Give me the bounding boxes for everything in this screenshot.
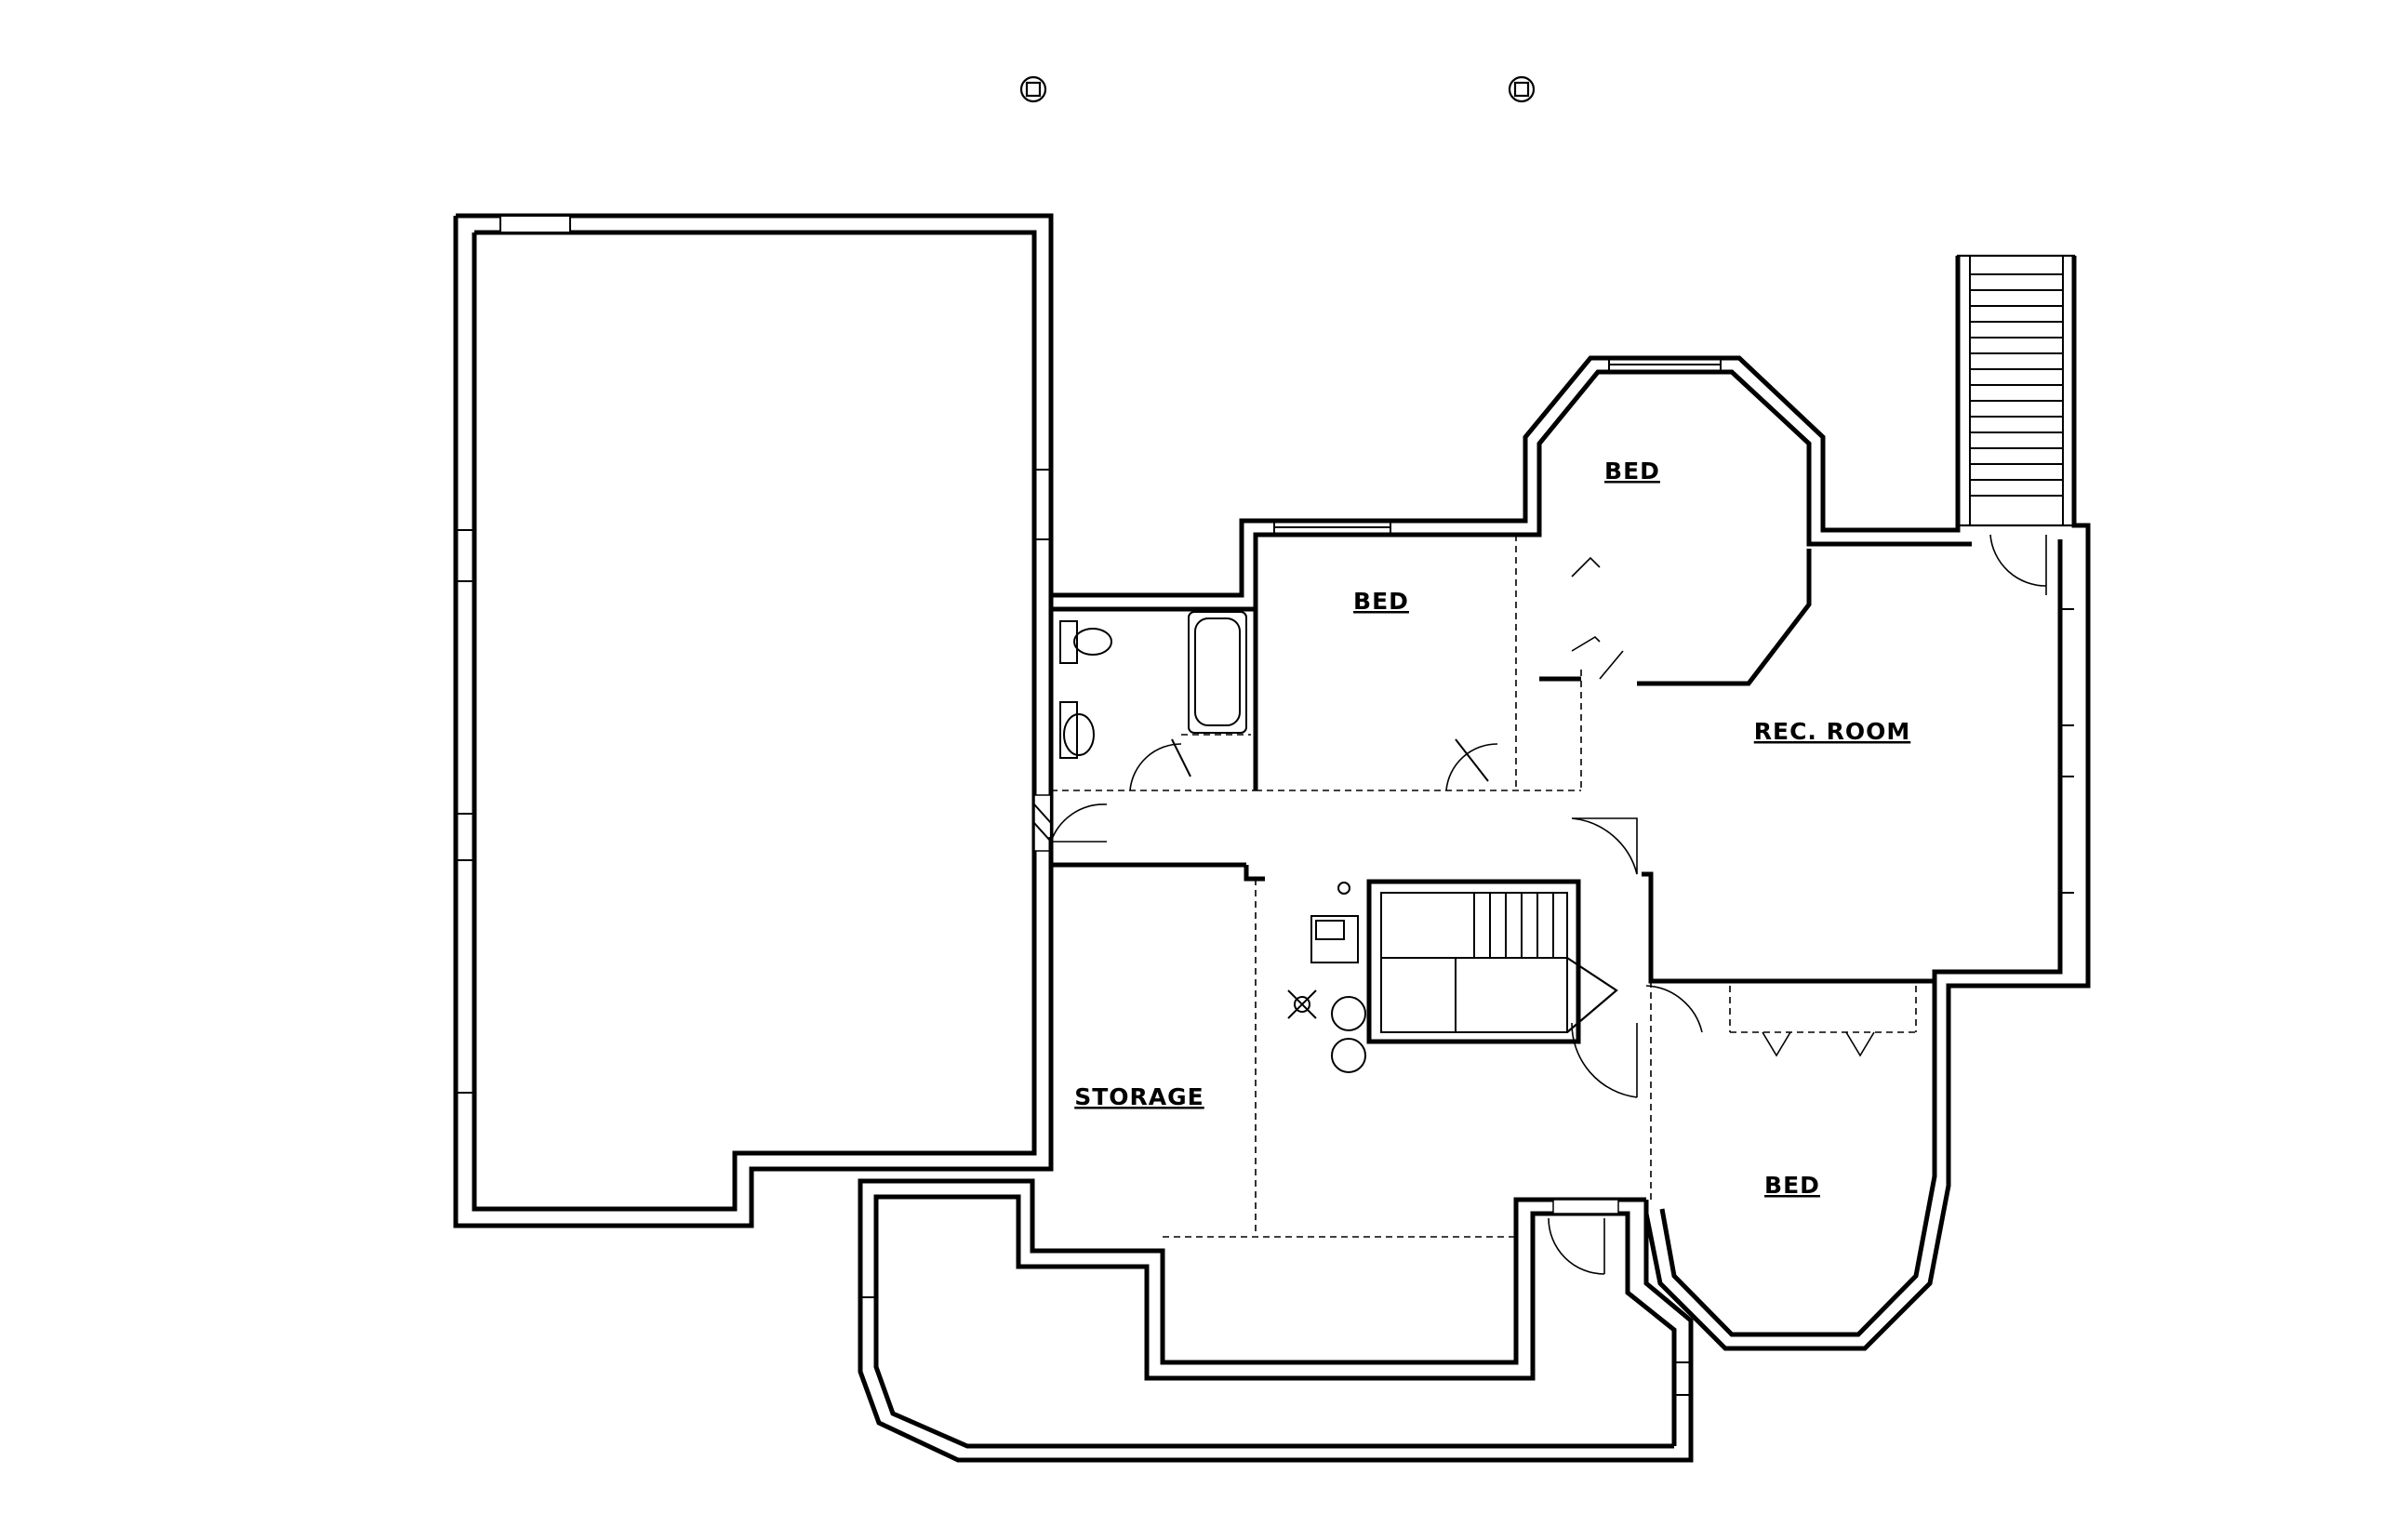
room-label-storage: STORAGE	[1074, 1083, 1204, 1110]
bath-fixtures	[1059, 611, 1251, 759]
windows	[1273, 357, 2074, 1215]
garage-walls	[453, 213, 1054, 1228]
house-walls	[858, 256, 2091, 1463]
room-label-bed-1: BED	[1604, 458, 1660, 485]
room-label-bed-3: BED	[1764, 1172, 1820, 1199]
room-label-rec-room: REC. ROOM	[1754, 718, 1911, 745]
exterior-stair	[1956, 254, 2076, 527]
interior-walls	[1049, 535, 1935, 1238]
door-swings	[1050, 534, 2047, 1275]
interior-stair	[1366, 879, 1618, 1044]
survey-marker-left	[1019, 75, 1047, 103]
room-label-bed-2: BED	[1353, 588, 1409, 615]
survey-marker-right	[1508, 75, 1536, 103]
mechanical-equipment	[1287, 882, 1366, 1073]
